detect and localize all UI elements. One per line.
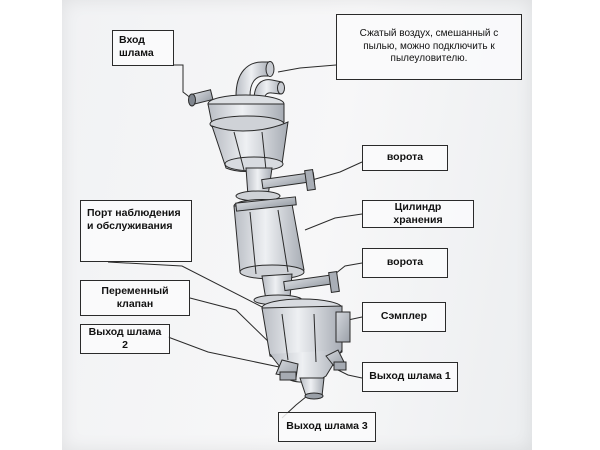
leader-sludge-outlet-2 — [167, 336, 285, 369]
label-sludge-outlet-3: Выход шлама 3 — [278, 412, 376, 442]
label-gate-bottom: ворота — [362, 248, 448, 278]
label-sludge-outlet-1-text: Выход шлама 1 — [369, 370, 451, 383]
label-sludge-outlet-1: Выход шлама 1 — [362, 362, 458, 392]
top-cap — [207, 94, 285, 133]
label-gate-top-text: ворота — [386, 151, 424, 164]
label-sludge-inlet-text: Вход шлама — [119, 34, 154, 60]
label-inspection-port-text: Порт наблюдения и обслуживания — [87, 207, 181, 233]
leader-sludge-inlet — [174, 64, 193, 100]
label-compressed-air-text: Сжатый воздух, смешанный с пылью, можно … — [359, 28, 499, 65]
label-switch-valve-text: Переменный клапан — [101, 284, 169, 310]
label-inspection-port: Порт наблюдения и обслуживания — [80, 200, 192, 262]
label-sludge-outlet-2: Выход шлама 2 — [80, 324, 170, 354]
leader-gate-top — [311, 161, 363, 181]
label-sludge-outlet-3-text: Выход шлама 3 — [286, 420, 368, 433]
leader-storage-cylinder — [304, 213, 363, 231]
label-sampler-text: Сэмплер — [380, 310, 428, 323]
upper-gate — [235, 167, 316, 202]
lower-gate — [253, 270, 340, 306]
inlet-pipe — [188, 89, 214, 107]
leader-switch-valve — [189, 297, 276, 349]
label-compressed-air: Сжатый воздух, смешанный с пылью, можно … — [336, 14, 522, 80]
leader-sludge-outlet-1 — [337, 369, 363, 379]
storage-cylinder-body — [233, 196, 305, 280]
label-storage-cylinder-text: Цилиндр хранения — [393, 200, 443, 226]
label-switch-valve: Переменный клапан — [80, 280, 190, 316]
label-sampler: Сэмплер — [362, 302, 446, 332]
label-gate-bottom-text: ворота — [386, 256, 424, 269]
leader-compressed-air — [277, 64, 337, 73]
label-storage-cylinder: Цилиндр хранения — [362, 200, 474, 228]
outlet-pipes — [275, 349, 347, 400]
label-gate-top: ворота — [362, 145, 448, 171]
label-sludge-inlet: Вход шлама — [112, 30, 174, 66]
label-sludge-outlet-2-text: Выход шлама 2 — [88, 325, 162, 351]
sampling-machine — [188, 61, 351, 400]
